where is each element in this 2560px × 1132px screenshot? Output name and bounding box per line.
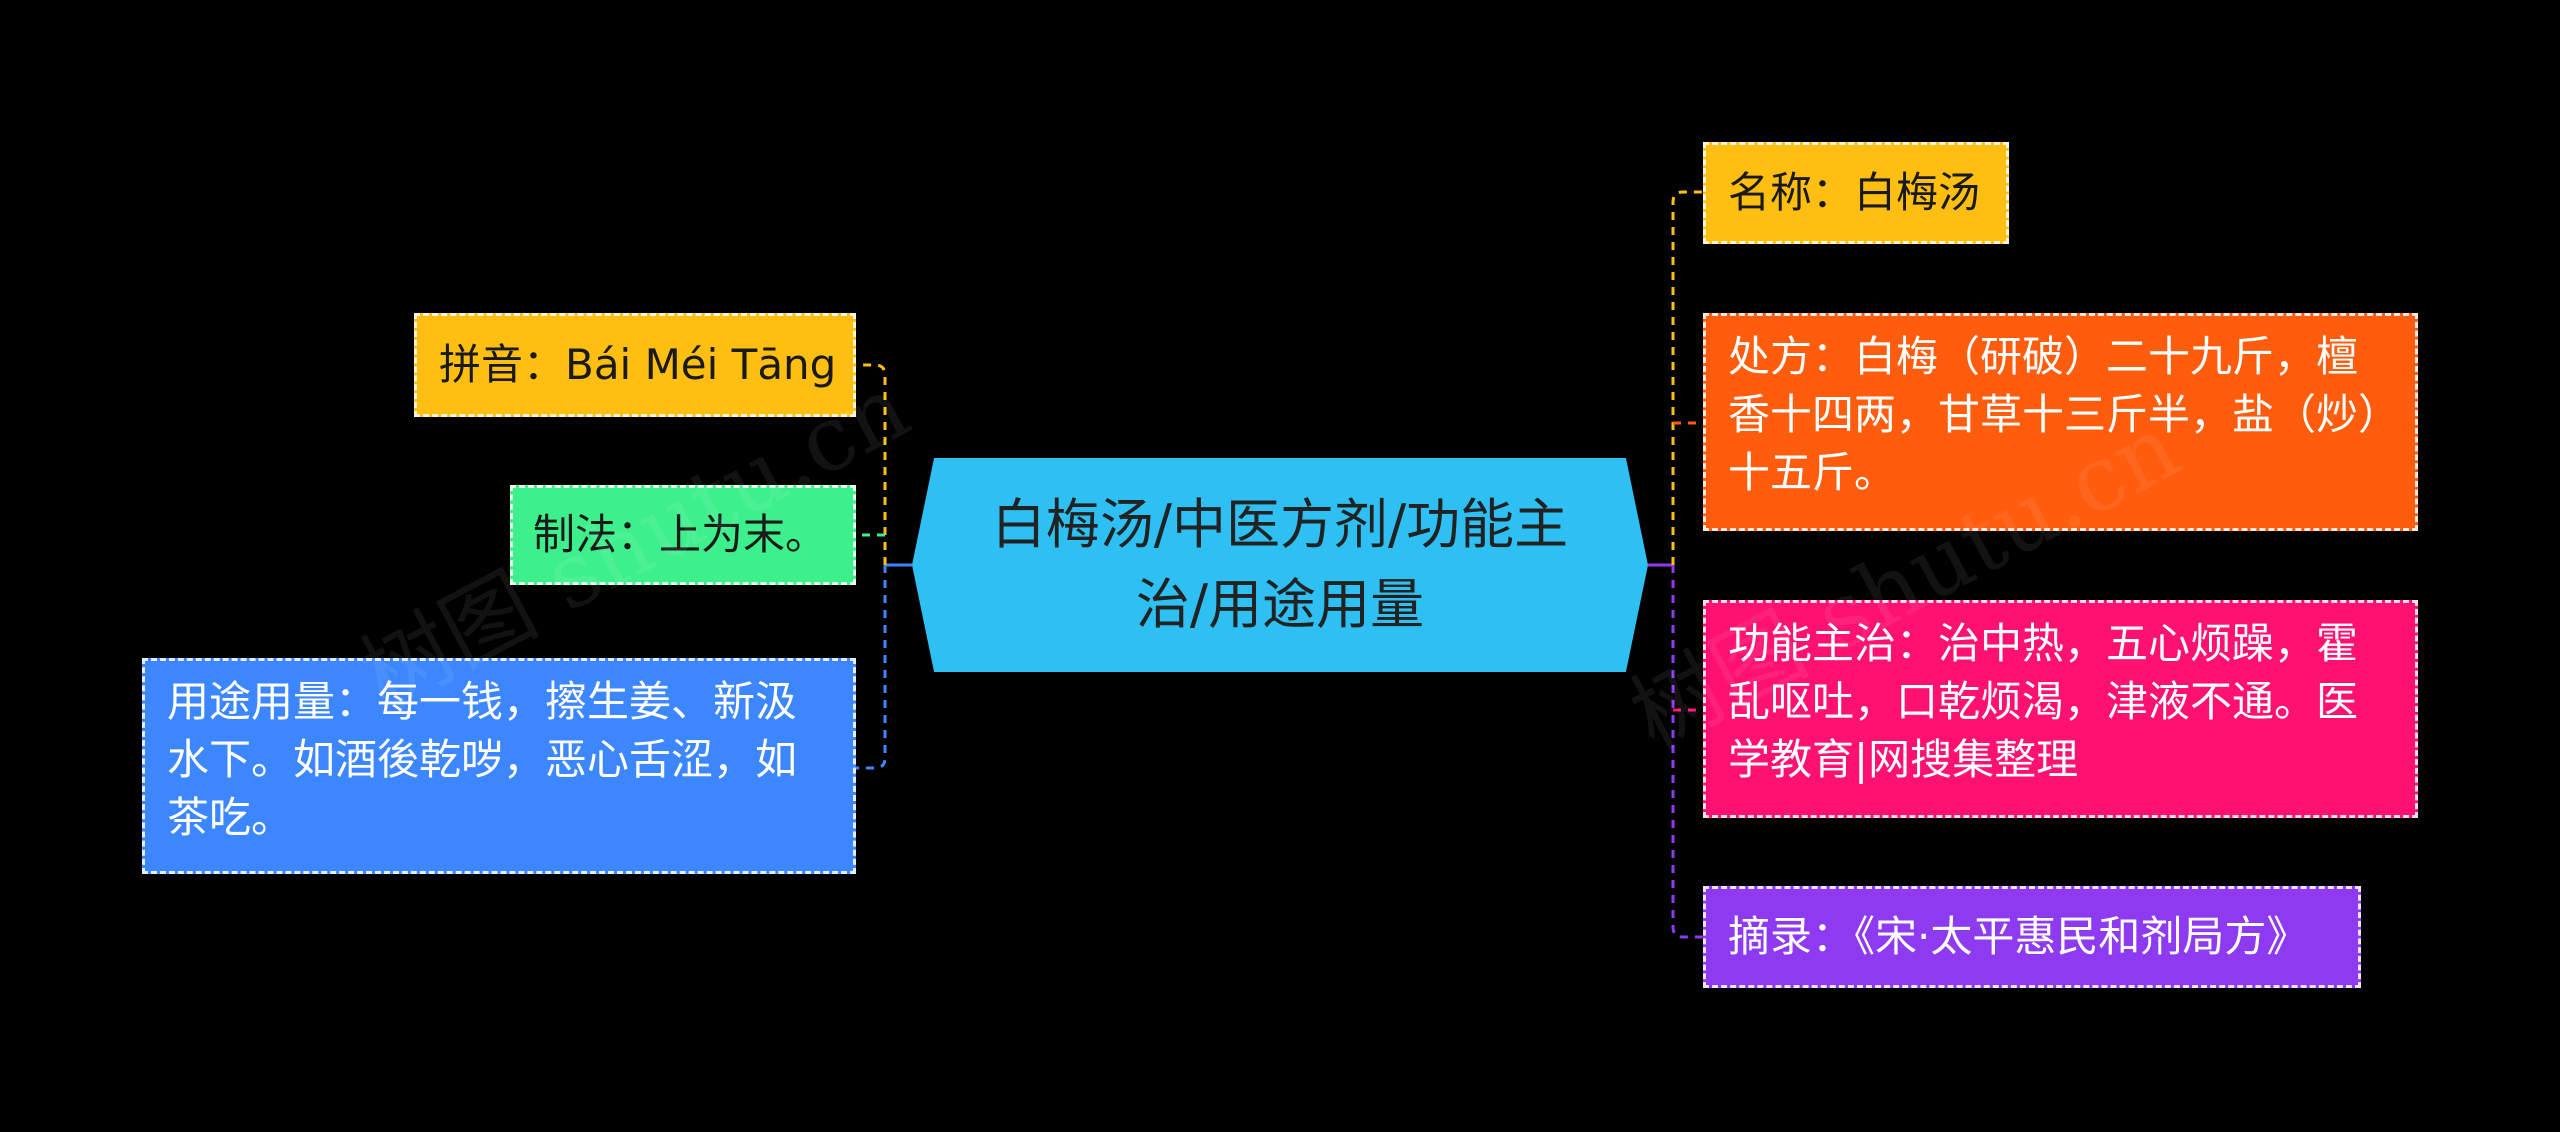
- indication-label: 功能主治：治中热，五心烦躁，霍乱呕吐，口乾烦渴，津液不通。医学教育|网搜集整理: [1728, 619, 2359, 784]
- indication-node[interactable]: 功能主治：治中热，五心烦躁，霍乱呕吐，口乾烦渴，津液不通。医学教育|网搜集整理: [1703, 600, 2418, 818]
- usage-label: 用途用量：每一钱，擦生姜、新汲水下。如酒後乾哕，恶心舌涩，如茶吃。: [167, 677, 798, 842]
- pinyin-node[interactable]: 拼音：Bái Méi Tāng: [414, 313, 856, 417]
- method-label: 制法：上为末。: [533, 510, 828, 559]
- usage-node[interactable]: 用途用量：每一钱，擦生姜、新汲水下。如酒後乾哕，恶心舌涩，如茶吃。: [142, 658, 856, 874]
- prescription-node[interactable]: 处方：白梅（研破）二十九斤，檀香十四两，甘草十三斤半，盐（炒）十五斤。: [1703, 313, 2418, 531]
- connector-name: [1671, 190, 1703, 565]
- name-label: 名称：白梅汤: [1728, 168, 1981, 217]
- source-node[interactable]: 摘录：《宋·太平惠民和剂局方》: [1703, 886, 2361, 988]
- connector-pinyin: [856, 363, 887, 565]
- prescription-label: 处方：白梅（研破）二十九斤，檀香十四两，甘草十三斤半，盐（炒）十五斤。: [1728, 332, 2380, 497]
- source-label: 摘录：《宋·太平惠民和剂局方》: [1728, 912, 2309, 961]
- connector-source: [1671, 565, 1703, 939]
- method-node[interactable]: 制法：上为末。: [510, 485, 856, 585]
- central-topic-label: 白梅汤/中医方剂/功能主治/用途用量: [991, 493, 1569, 636]
- name-node[interactable]: 名称：白梅汤: [1703, 142, 2009, 244]
- pinyin-label: 拼音：Bái Méi Tāng: [439, 340, 837, 389]
- central-topic[interactable]: 白梅汤/中医方剂/功能主治/用途用量: [912, 458, 1648, 672]
- connector-usage: [856, 565, 887, 770]
